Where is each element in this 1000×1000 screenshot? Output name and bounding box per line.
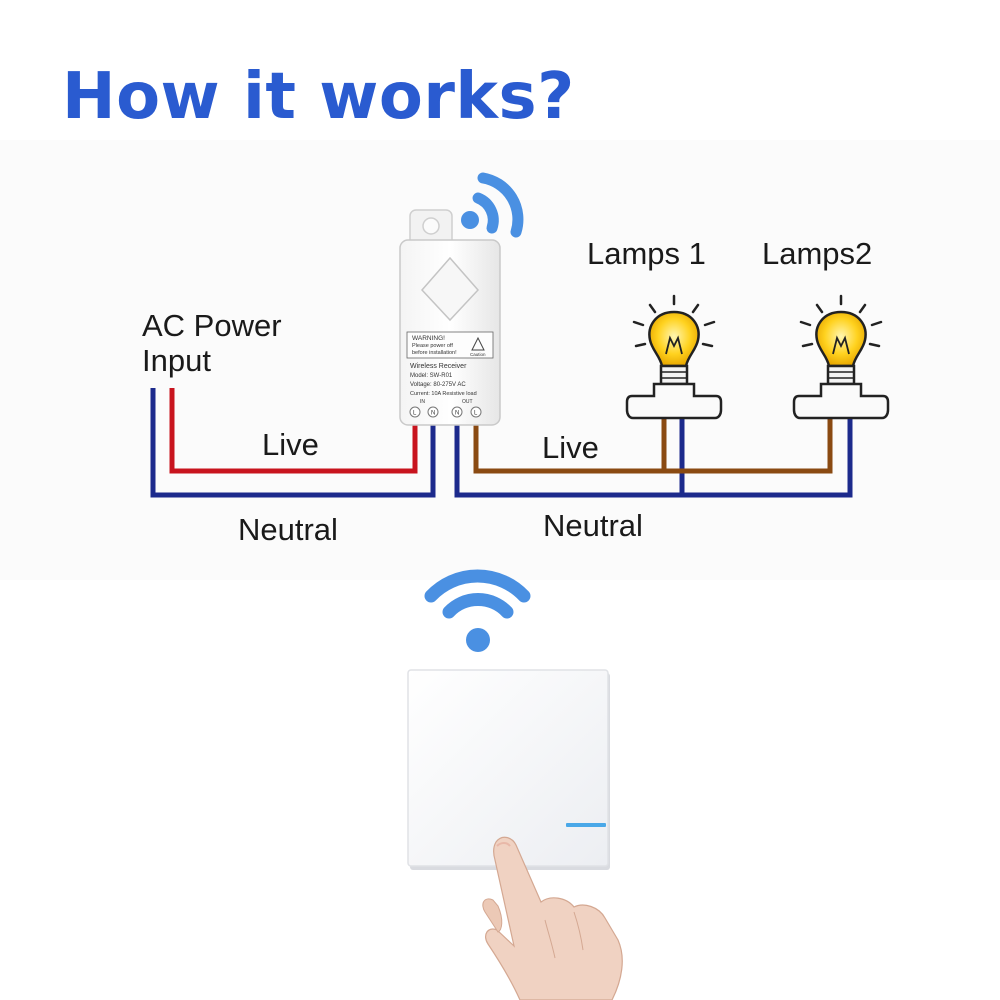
terminal-label: N bbox=[431, 411, 435, 417]
pointing-hand-icon bbox=[482, 836, 623, 1000]
lamp-1-label: Lamps 1 bbox=[587, 236, 706, 271]
receiver-model: Model: SW-R01 bbox=[410, 373, 453, 379]
terminal-label: L bbox=[413, 411, 417, 417]
neutral-input-label: Neutral bbox=[238, 512, 338, 547]
lamp-2 bbox=[792, 294, 890, 420]
live-input-label: Live bbox=[262, 427, 319, 462]
warning-title: WARNING! bbox=[412, 335, 445, 342]
ac-power-input-label: Input bbox=[142, 343, 211, 378]
neutral-input-wire bbox=[150, 388, 436, 498]
wireless-receiver: WARNING! Please power off before install… bbox=[399, 209, 501, 426]
shock-warning-icon bbox=[471, 336, 485, 351]
neutral-output-wire bbox=[454, 418, 853, 498]
ac-power-label: AC Power bbox=[142, 308, 282, 343]
terminal-label: N bbox=[455, 411, 459, 417]
light-bulb-icon bbox=[632, 294, 716, 386]
wifi-signal-icon bbox=[461, 172, 524, 238]
receiver-button bbox=[420, 256, 480, 322]
warning-line2: before installation! bbox=[412, 350, 457, 356]
live-output-label: Live bbox=[542, 430, 599, 465]
page-title: How it works? bbox=[62, 60, 575, 134]
lamp-1 bbox=[625, 294, 723, 420]
wall-switch-panel[interactable] bbox=[407, 669, 610, 870]
wifi-signal-icon bbox=[424, 569, 531, 652]
receiver-name: Wireless Receiver bbox=[410, 363, 467, 370]
live-input-wire bbox=[169, 388, 418, 474]
live-output-wire bbox=[473, 418, 833, 474]
switch-indicator-light bbox=[566, 823, 606, 827]
lamp-holder bbox=[792, 382, 890, 420]
lamp-2-label: Lamps2 bbox=[762, 236, 873, 271]
warning-line1: Please power off bbox=[412, 343, 453, 349]
terminal-row: L N N L bbox=[409, 406, 482, 418]
in-label: IN bbox=[420, 399, 425, 405]
out-label: OUT bbox=[462, 399, 473, 405]
terminal-label: L bbox=[474, 411, 478, 417]
caution-label: Caution bbox=[470, 352, 486, 357]
light-bulb-icon bbox=[799, 294, 883, 386]
neutral-output-label: Neutral bbox=[543, 508, 643, 543]
receiver-voltage: Voltage: 80-275V AC bbox=[410, 382, 466, 388]
lamp-holder bbox=[625, 382, 723, 420]
receiver-current: Current: 10A Resistive load bbox=[410, 391, 477, 397]
